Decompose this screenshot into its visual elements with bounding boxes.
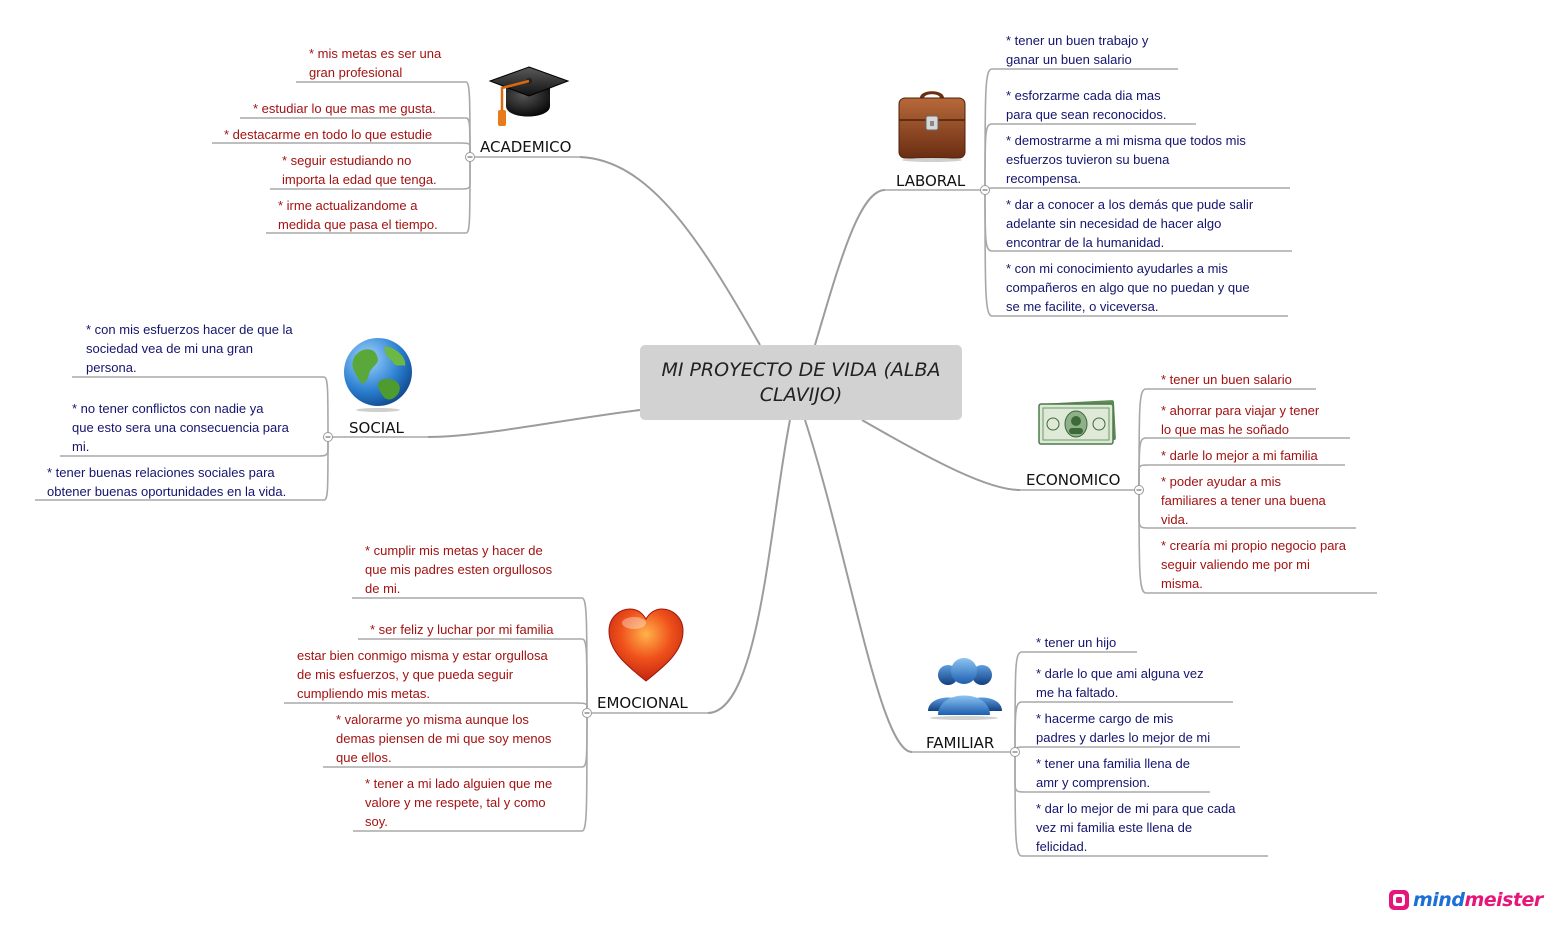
- emocional-item[interactable]: * valorarme yo misma aunque los demas pi…: [336, 712, 552, 765]
- familiar-item[interactable]: * hacerme cargo de mis padres y darles l…: [1036, 711, 1211, 745]
- emocional-item[interactable]: * tener a mi lado alguien que me valore …: [365, 776, 553, 829]
- topic-emocional[interactable]: EMOCIONAL: [597, 694, 688, 712]
- academico-item[interactable]: * seguir estudiando no importa la edad q…: [282, 153, 437, 187]
- topic-economico-label: ECONOMICO: [1026, 471, 1121, 489]
- emocional-item[interactable]: estar bien conmigo misma y estar orgullo…: [297, 648, 548, 701]
- mindmeister-logo-icon: [1389, 890, 1409, 910]
- familiar-item[interactable]: * tener una familia llena de amr y compr…: [1036, 756, 1190, 790]
- briefcase-icon: [898, 91, 966, 162]
- economico-item[interactable]: * ahorrar para viajar y tener lo que mas…: [1161, 403, 1320, 437]
- topic-familiar-label: FAMILIAR: [926, 734, 995, 752]
- graduation-cap-icon: [488, 66, 570, 126]
- laboral-item[interactable]: * tener un buen trabajo y ganar un buen …: [1006, 33, 1149, 67]
- topic-familiar[interactable]: FAMILIAR: [926, 734, 994, 752]
- topic-emocional-label: EMOCIONAL: [597, 694, 688, 712]
- laboral-item[interactable]: * con mi conocimiento ayudarles a mis co…: [1006, 261, 1250, 314]
- familiar-item[interactable]: * darle lo que ami alguna vez me ha falt…: [1036, 666, 1204, 700]
- economico-item[interactable]: * poder ayudar a mis familiares a tener …: [1161, 474, 1326, 527]
- social-item[interactable]: * no tener conflictos con nadie ya que e…: [72, 401, 289, 454]
- laboral-item[interactable]: * esforzarme cada dia mas para que sean …: [1006, 88, 1167, 122]
- topic-economico[interactable]: ECONOMICO: [1026, 471, 1120, 489]
- dollar-bill-icon: [1038, 400, 1116, 445]
- economico-item[interactable]: * darle lo mejor a mi familia: [1161, 448, 1318, 463]
- academico-item[interactable]: * destacarme en todo lo que estudie: [224, 127, 433, 142]
- logo-word-meister: meister: [1464, 889, 1543, 911]
- economico-item[interactable]: * tener un buen salario: [1161, 372, 1292, 387]
- social-item[interactable]: * tener buenas relaciones sociales para …: [47, 465, 287, 499]
- topic-laboral-label: LABORAL: [896, 172, 966, 190]
- topic-social[interactable]: SOCIAL: [349, 419, 404, 437]
- heart-icon: [608, 608, 684, 682]
- central-topic[interactable]: MI PROYECTO DE VIDA (ALBA CLAVIJO): [640, 345, 962, 420]
- emocional-item[interactable]: * cumplir mis metas y hacer de que mis p…: [365, 543, 553, 596]
- people-icon: [928, 658, 1002, 720]
- central-topic-title: MI PROYECTO DE VIDA (ALBA CLAVIJO): [661, 358, 941, 406]
- topic-academico-label: ACADEMICO: [480, 138, 572, 156]
- laboral-item[interactable]: * demostrarme a mi misma que todos mis e…: [1006, 133, 1246, 186]
- laboral-item[interactable]: * dar a conocer a los demás que pude sal…: [1006, 197, 1254, 250]
- emocional-item[interactable]: * ser feliz y luchar por mi familia: [370, 622, 554, 637]
- economico-item[interactable]: * crearía mi propio negocio para seguir …: [1161, 538, 1346, 591]
- globe-icon: [344, 338, 412, 412]
- academico-item[interactable]: * mis metas es ser una gran profesional: [309, 46, 442, 80]
- familiar-item[interactable]: * tener un hijo: [1036, 635, 1117, 650]
- logo-word-mind: mind: [1413, 889, 1465, 911]
- academico-item[interactable]: * estudiar lo que mas me gusta.: [253, 101, 436, 116]
- topic-academico[interactable]: ACADEMICO: [480, 138, 571, 156]
- topic-social-label: SOCIAL: [349, 419, 404, 437]
- familiar-item[interactable]: * dar lo mejor de mi para que cada vez m…: [1036, 801, 1236, 854]
- topic-laboral[interactable]: LABORAL: [896, 172, 965, 190]
- academico-item[interactable]: * irme actualizandome a medida que pasa …: [278, 198, 438, 232]
- social-item[interactable]: * con mis esfuerzos hacer de que la soci…: [86, 322, 293, 375]
